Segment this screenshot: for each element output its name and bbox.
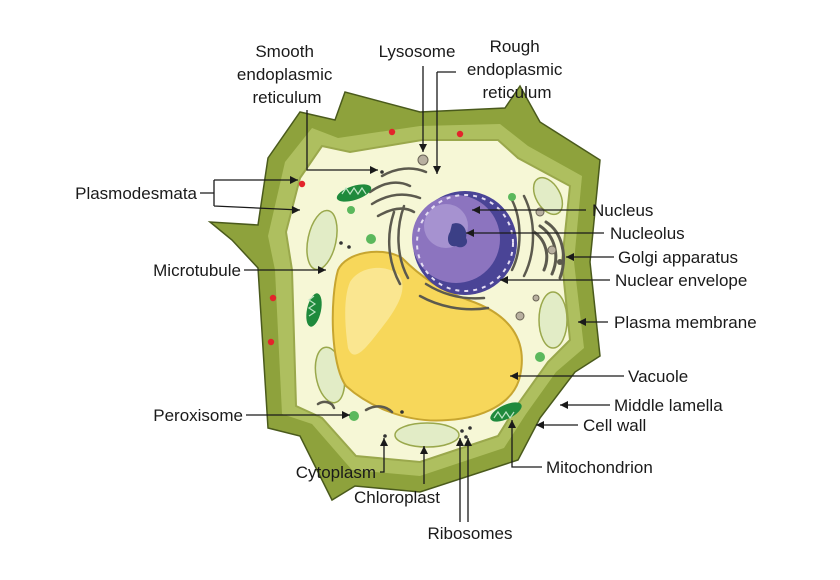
nucleus [412,191,517,295]
labels: Smooth endoplasmic reticulum Lysosome Ro… [75,37,757,543]
label-ribosomes: Ribosomes [427,524,512,543]
label-nucleus: Nucleus [592,201,653,220]
chloroplasts [306,176,568,448]
label-nuclear-envelope: Nuclear envelope [615,271,747,290]
leader-lines [200,66,624,522]
label-golgi-apparatus: Golgi apparatus [618,248,738,267]
lysosomes [417,154,557,321]
peroxisomes [347,193,545,421]
label-nucleolus: Nucleolus [610,224,685,243]
nucleolus [448,223,468,248]
label-peroxisome: Peroxisome [153,406,243,425]
label-microtubule: Microtubule [153,261,241,280]
mitochondria [306,184,522,422]
endoplasmic-reticulum [316,167,535,414]
arrowheads [290,144,586,454]
label-vacuole: Vacuole [628,367,688,386]
vacuole [331,250,523,422]
label-smooth-er: Smooth endoplasmic reticulum [237,42,337,107]
label-rough-er: Rough endoplasmic reticulum [467,37,567,102]
label-plasmodesmata: Plasmodesmata [75,184,197,203]
label-plasma-membrane: Plasma membrane [614,313,757,332]
label-middle-lamella: Middle lamella [614,396,723,415]
label-chloroplast: Chloroplast [354,488,440,507]
label-mitochondrion: Mitochondrion [546,458,653,477]
plasmodesmata-dots [267,128,464,346]
label-cytoplasm: Cytoplasm [296,463,376,482]
ribosomes [339,170,472,439]
label-cell-wall: Cell wall [583,416,646,435]
label-lysosome: Lysosome [379,42,456,61]
